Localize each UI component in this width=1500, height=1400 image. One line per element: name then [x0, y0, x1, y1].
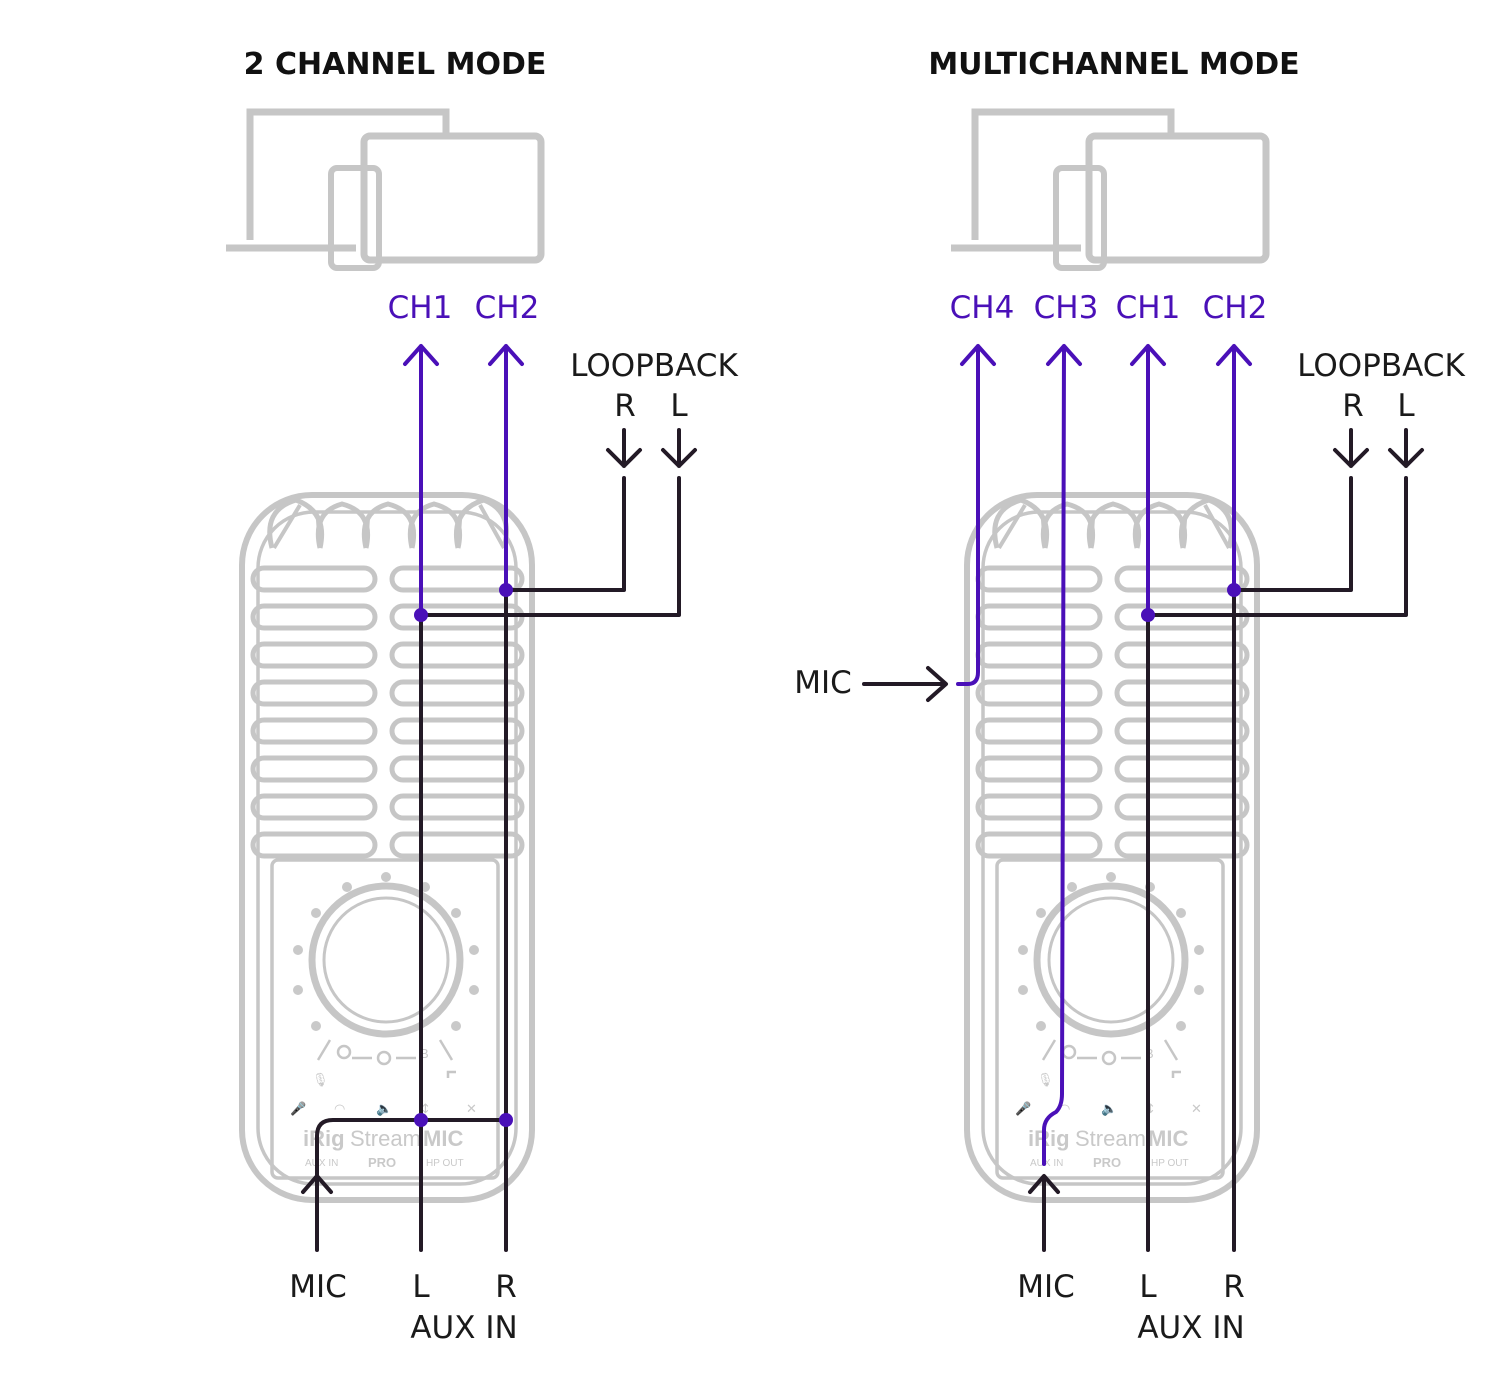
right-mic-side-label: MIC: [794, 665, 852, 701]
right-loopback-r: R: [1342, 388, 1364, 424]
left-junctions: [414, 583, 513, 1127]
left-loopback-label: LOOPBACK: [570, 348, 738, 384]
left-ch2-label: CH2: [475, 290, 540, 326]
right-loopback-l: L: [1397, 388, 1415, 424]
right-panel: MULTICHANNEL MODE CH4 CH3 CH1 CH2 LOOPBA…: [794, 47, 1465, 1346]
right-input-l: L: [1139, 1269, 1157, 1305]
right-ch2-label: CH2: [1203, 290, 1268, 326]
left-title: 2 CHANNEL MODE: [244, 47, 547, 82]
right-black-wires: [862, 428, 1424, 1252]
left-input-aux: AUX IN: [410, 1310, 517, 1346]
right-ch4-label: CH4: [950, 290, 1015, 326]
left-black-wires: [301, 428, 697, 1252]
computer-devices-icon: [951, 112, 1266, 268]
right-title: MULTICHANNEL MODE: [928, 47, 1299, 82]
right-loopback-label: LOOPBACK: [1297, 348, 1465, 384]
left-panel: 2 CHANNEL MODE CH1 CH2 LOOPBACK R L: [226, 47, 738, 1346]
right-junctions: [1141, 583, 1241, 622]
left-input-l: L: [412, 1269, 430, 1305]
right-ch1-label: CH1: [1116, 290, 1181, 326]
left-loopback-l: L: [670, 388, 688, 424]
left-input-mic: MIC: [289, 1269, 347, 1305]
left-purple-wires: [403, 344, 524, 617]
left-ch1-label: CH1: [388, 290, 453, 326]
right-input-aux: AUX IN: [1137, 1310, 1244, 1346]
microphone-device-right: [967, 495, 1257, 1200]
left-loopback-r: R: [614, 388, 636, 424]
left-input-r: R: [495, 1269, 517, 1305]
right-input-r: R: [1223, 1269, 1245, 1305]
computer-devices-icon: [226, 112, 541, 268]
right-input-mic: MIC: [1017, 1269, 1075, 1305]
microphone-device-left: [242, 495, 532, 1200]
right-purple-wires: [956, 344, 1252, 1166]
right-ch3-label: CH3: [1034, 290, 1099, 326]
